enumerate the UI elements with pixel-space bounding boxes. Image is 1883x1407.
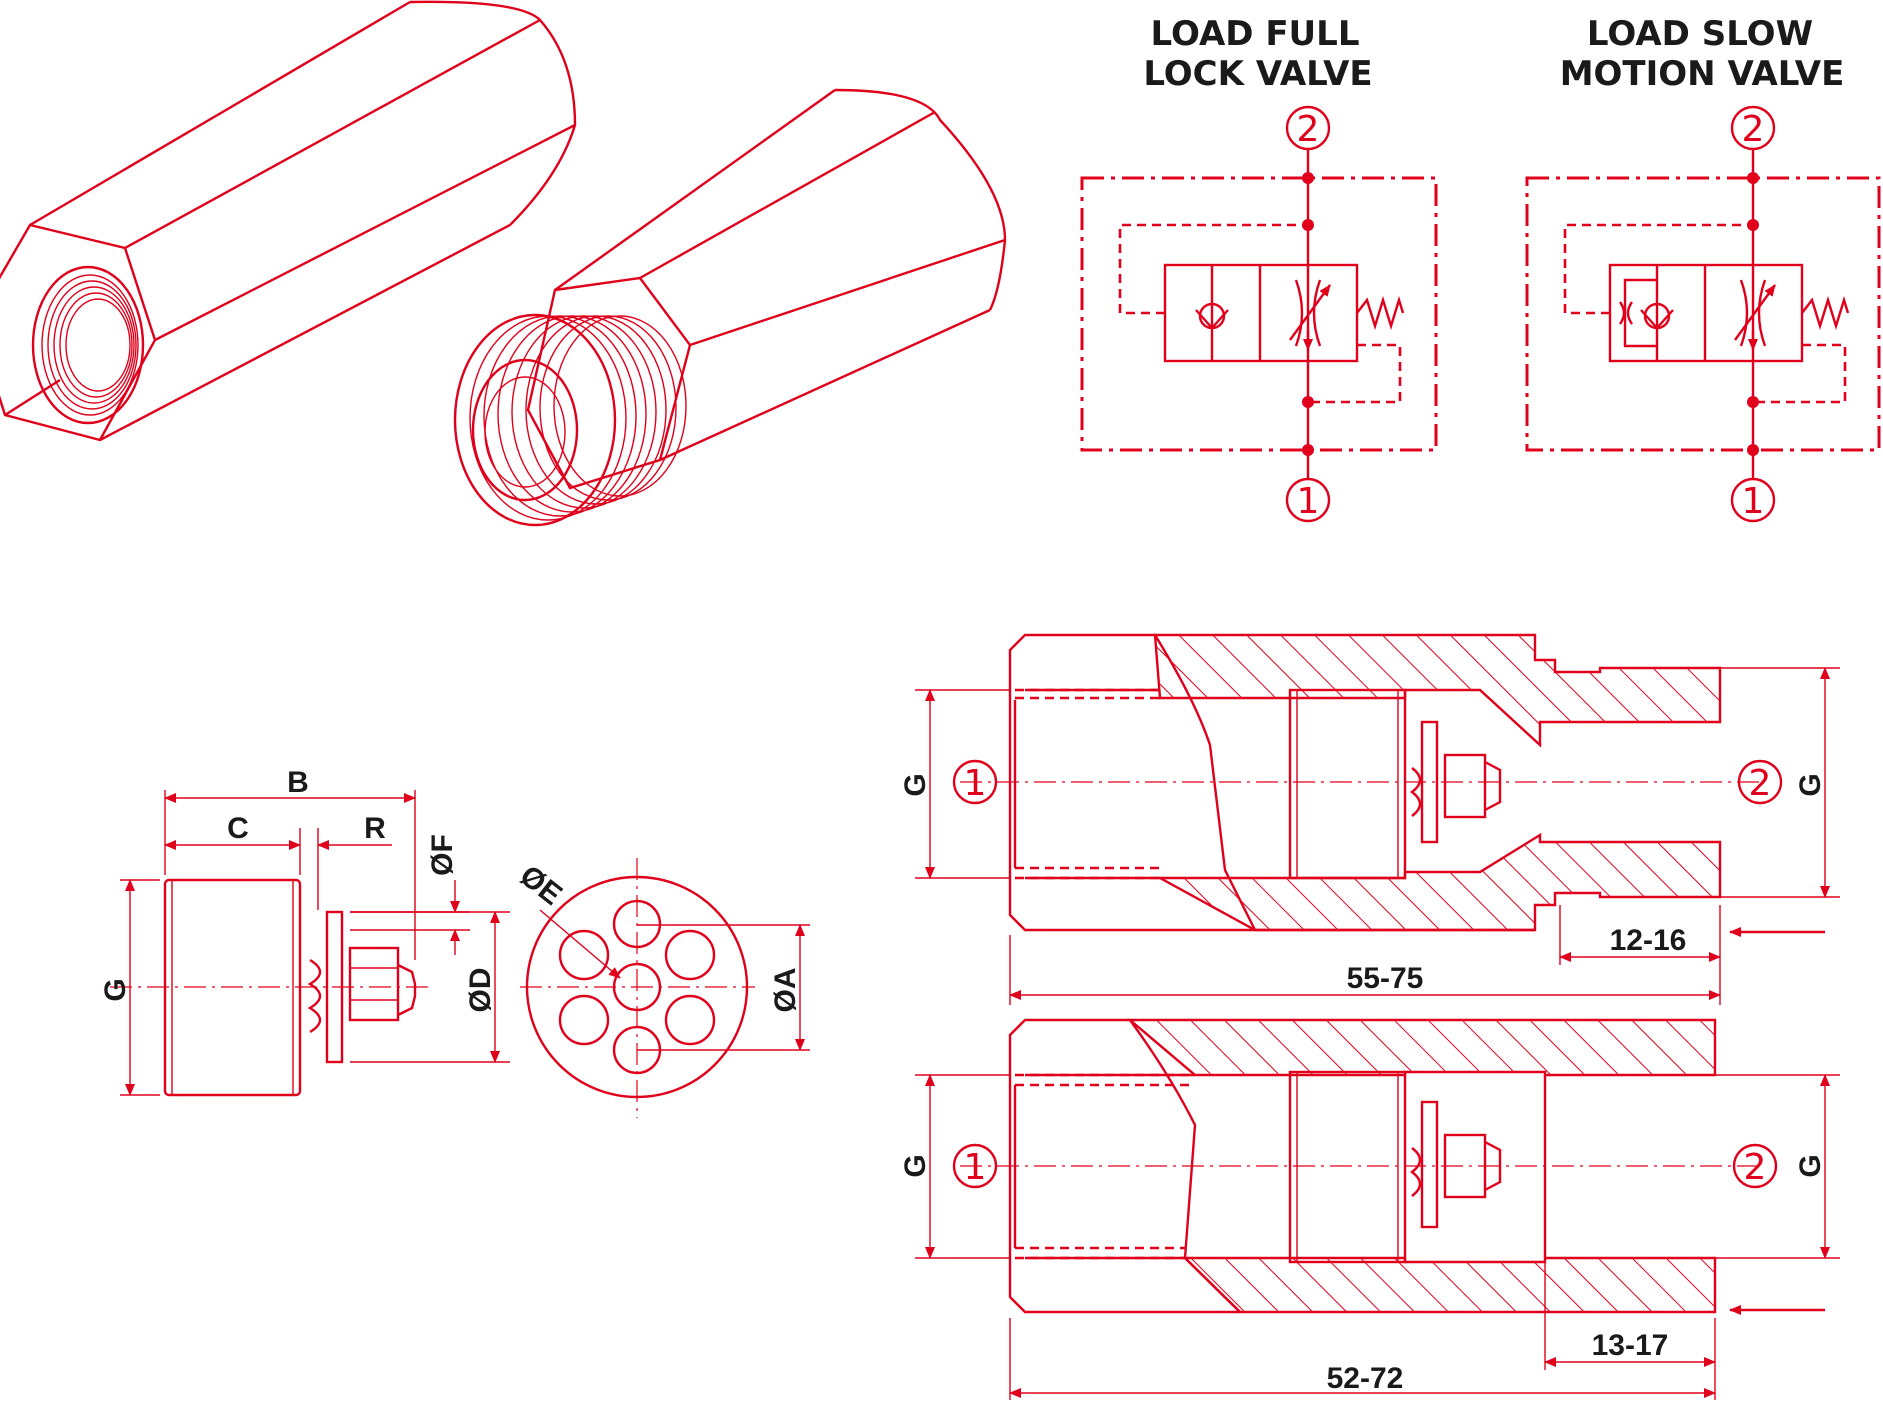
port-2-label: 2 xyxy=(1749,763,1772,804)
dim-small-label: 13-17 xyxy=(1592,1329,1669,1362)
dim-label-c: C xyxy=(227,812,249,845)
cartridge-side-view: B C R G ØF ØD xyxy=(99,766,510,1097)
g-right-label: G xyxy=(1794,1154,1827,1177)
port-1-label: 1 xyxy=(1742,481,1765,522)
dim-total-label: 52-72 xyxy=(1327,1362,1404,1395)
valve-body-male-isometric xyxy=(453,88,1007,527)
spring-icon xyxy=(1356,295,1405,331)
load-slow-motion-valve-symbol: 2 1 xyxy=(1525,105,1881,523)
dim-label-e: ØE xyxy=(514,859,568,912)
throttle-valve-icon xyxy=(1289,279,1331,351)
load-full-lock-valve-symbol: 2 1 xyxy=(1080,105,1438,523)
male-thread-icon xyxy=(453,313,687,527)
dim-small-label: 12-16 xyxy=(1610,924,1687,957)
port-1-label: 1 xyxy=(1297,481,1320,522)
g-left-label: G xyxy=(899,1154,932,1177)
port-2-label: 2 xyxy=(1742,109,1765,150)
port-1-label: 1 xyxy=(964,763,987,804)
right-symbol-title-line2: MOTION VALVE xyxy=(1560,54,1845,94)
check-valve-throttle-icon xyxy=(1619,265,1674,361)
port-2-label: 2 xyxy=(1297,109,1320,150)
port-2-circle xyxy=(1730,105,1776,151)
dim-label-r: R xyxy=(364,812,386,845)
port-1-circle xyxy=(1730,477,1776,523)
dim-label-b: B xyxy=(287,766,309,799)
cartridge-end-view: ØE ØA xyxy=(514,858,810,1118)
dim-label-f: ØF xyxy=(426,834,459,876)
throttle-valve-icon xyxy=(1734,279,1776,351)
dim-label-a: ØA xyxy=(769,968,802,1013)
port-2-label: 2 xyxy=(1744,1147,1767,1188)
port-2-circle xyxy=(1285,105,1331,151)
g-right-label: G xyxy=(1794,773,1827,796)
spring-icon xyxy=(1801,295,1850,331)
dim-total-label: 55-75 xyxy=(1347,962,1424,995)
dim-label-g: G xyxy=(99,978,132,1001)
g-left-label: G xyxy=(899,773,932,796)
section-view-female: G G 1 2 13-17 52-72 xyxy=(899,1018,1840,1400)
left-symbol-title-line2: LOCK VALVE xyxy=(1143,54,1372,94)
dim-label-d: ØD xyxy=(464,968,497,1013)
check-valve-icon xyxy=(1195,265,1229,361)
right-symbol-title-line1: LOAD SLOW xyxy=(1587,14,1813,54)
left-symbol-title-line1: LOAD FULL xyxy=(1151,14,1360,54)
section-view-male: G G 1 2 12-16 55-75 xyxy=(899,633,1840,1005)
bore-thread-icon xyxy=(31,265,145,425)
port-1-circle xyxy=(1285,477,1331,523)
valve-body-female-isometric xyxy=(0,0,577,442)
port-1-label: 1 xyxy=(964,1147,987,1188)
